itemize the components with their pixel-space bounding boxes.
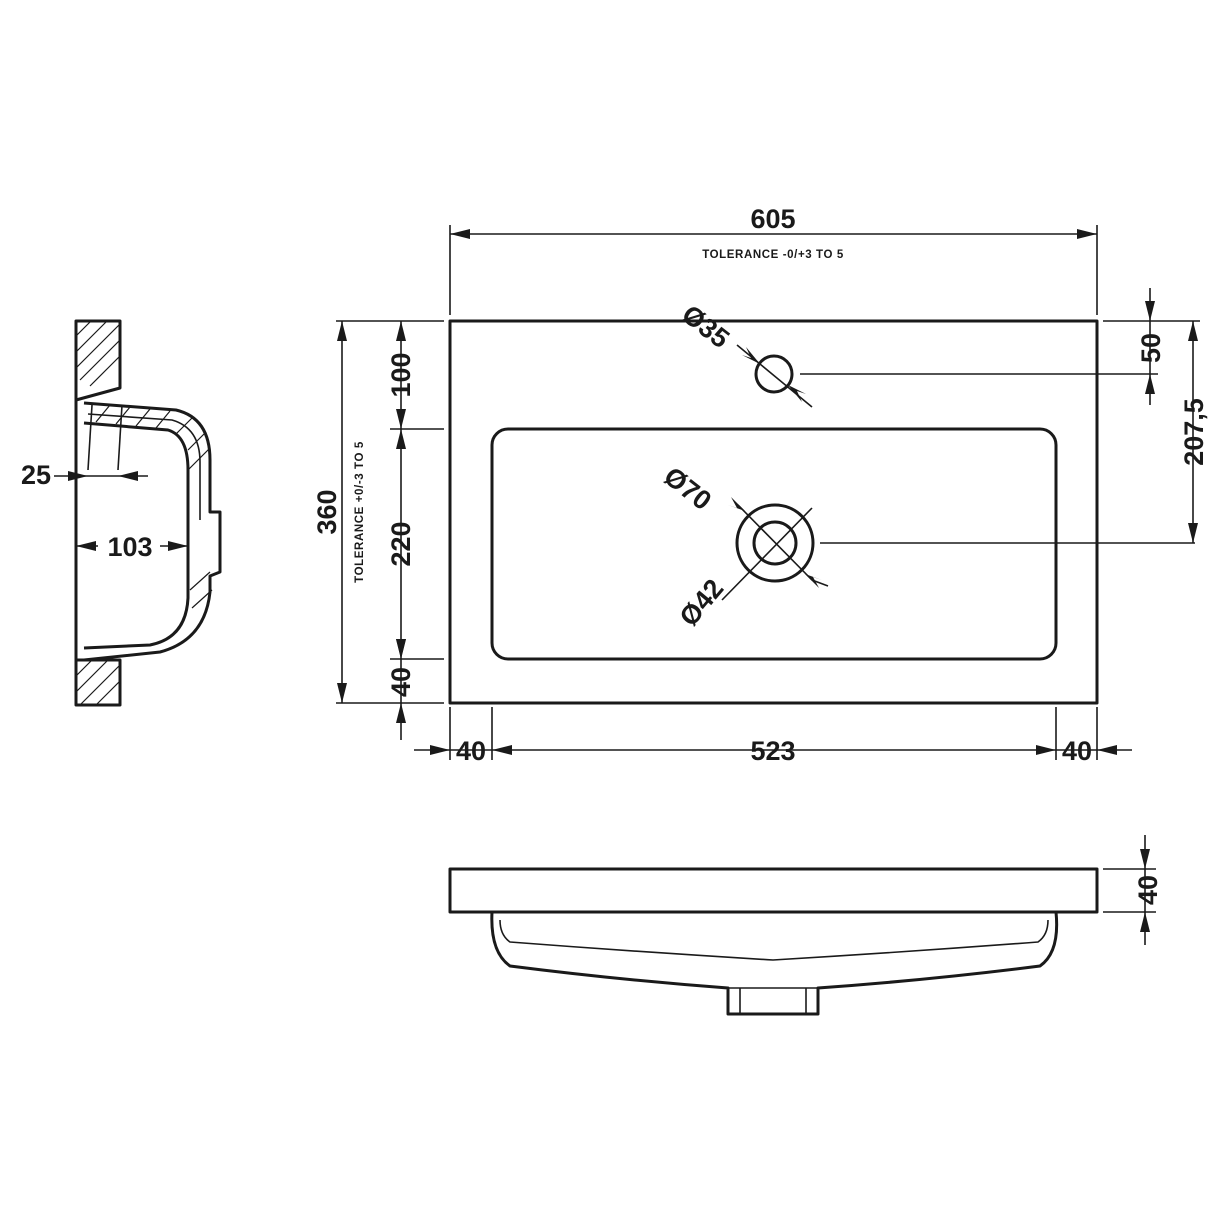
- side-rim-top: [74, 319, 122, 402]
- tap-hole-diameter-label: Ø35: [676, 299, 735, 354]
- side-bowl-channel: [87, 413, 201, 520]
- front-thickness-label: 40: [1133, 875, 1163, 905]
- bowl-outline: [490, 427, 1058, 661]
- depth-tolerance-label: TOLERANCE +0/-3 TO 5: [354, 441, 366, 583]
- front-margin-label: 100: [386, 352, 416, 397]
- basin-outline: [448, 319, 1099, 705]
- side-view: 25 103: [21, 319, 222, 707]
- front-bowl-inner: [499, 919, 1049, 961]
- side-rim-hatching: [75, 320, 121, 706]
- tap-hole: [754, 354, 794, 394]
- front-top-slab: [448, 867, 1099, 914]
- tap-offset-label: 50: [1136, 333, 1166, 363]
- front-view: 40: [448, 835, 1163, 1016]
- right-margin-label: 40: [1062, 736, 1092, 766]
- waste-offset-label: 207,5: [1179, 398, 1209, 466]
- side-bowl-hatching: [95, 404, 213, 609]
- top-view: Ø35 Ø70 Ø42 605 TOLERANCE -0/+3 TO 5 360…: [312, 204, 1209, 766]
- waste-inner: [752, 520, 798, 566]
- depth-label: 360: [312, 489, 342, 534]
- waste-outer: [735, 503, 815, 583]
- waste-leader-2: [721, 507, 813, 601]
- side-rim-bottom: [74, 658, 122, 707]
- bowl-width-label: 523: [750, 736, 795, 766]
- left-margin-label: 40: [456, 736, 486, 766]
- tap-hole-leader: [736, 344, 813, 408]
- waste-outer-diameter-label: Ø70: [658, 461, 717, 516]
- waste-inner-diameter-label: Ø42: [674, 573, 730, 631]
- rear-margin-label: 40: [386, 667, 416, 697]
- side-bowl-inner: [83, 421, 190, 650]
- rim-thickness-label: 25: [21, 460, 51, 490]
- front-bowl-outer: [490, 911, 1059, 1016]
- width-label: 605: [750, 204, 795, 234]
- side-bowl-depth-label: 103: [107, 532, 152, 562]
- width-tolerance-label: TOLERANCE -0/+3 TO 5: [702, 249, 844, 261]
- side-bowl-outer: [83, 401, 222, 662]
- waste-leader-1: [737, 504, 813, 581]
- bowl-depth-label: 220: [386, 521, 416, 566]
